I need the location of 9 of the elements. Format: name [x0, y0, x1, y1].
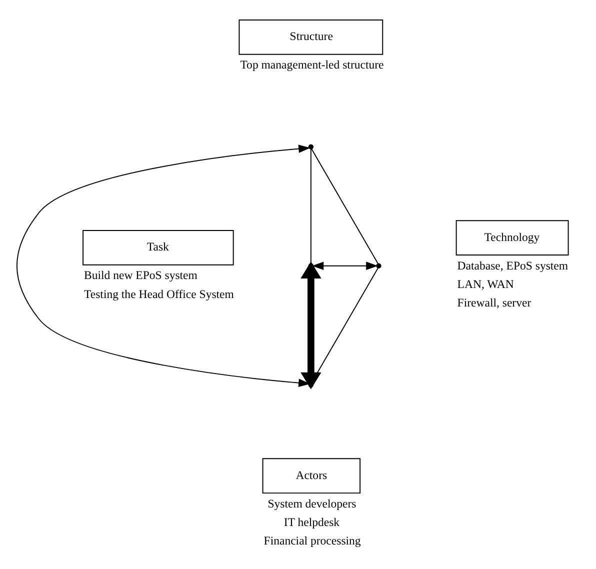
node-label: IT helpdesk	[283, 516, 340, 530]
node-label: Firewall, server	[456, 296, 531, 310]
node-label: Financial processing	[263, 534, 360, 548]
node-label: Build new EPoS system	[84, 269, 197, 282]
node-label: Testing the Head Office System	[84, 288, 234, 301]
node-label: Top management-led structure	[240, 58, 384, 72]
node-label: LAN, WAN	[456, 278, 514, 292]
node-label: Database, EPoS system	[456, 259, 568, 272]
node-label: System developers	[267, 497, 356, 510]
